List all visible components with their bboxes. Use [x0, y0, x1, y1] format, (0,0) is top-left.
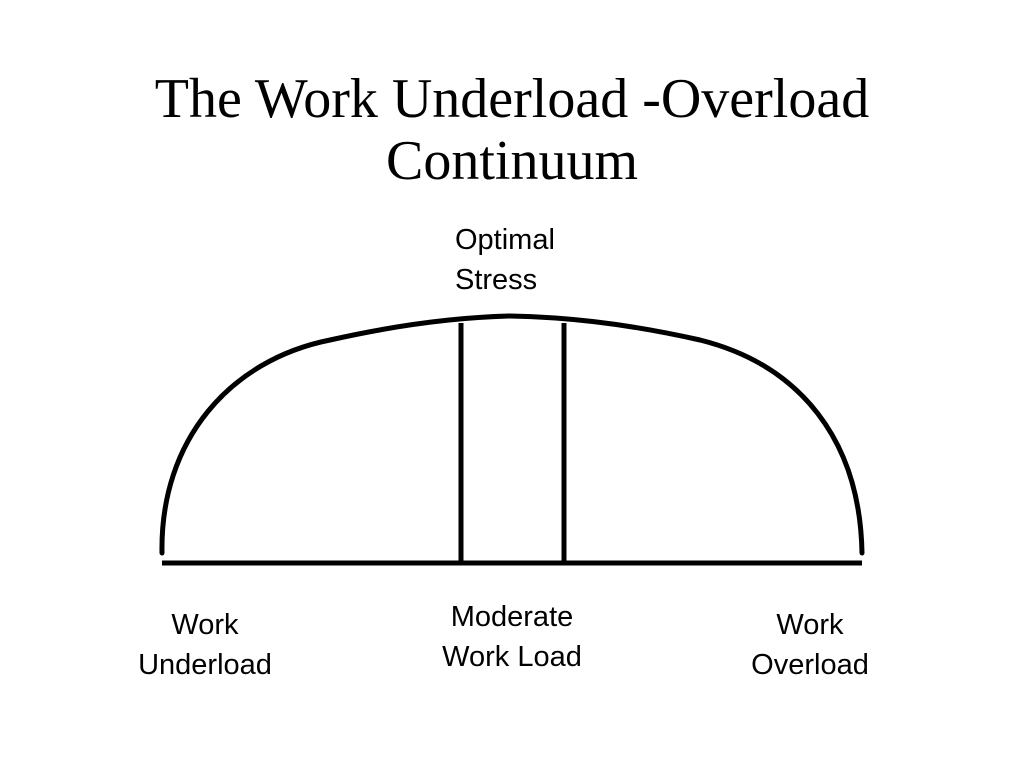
moderate-work-load-label-line-1: Moderate [450, 601, 574, 633]
moderate-work-load-label: Moderate Work Load [422, 597, 602, 677]
work-underload-label: Work Underload [110, 605, 300, 685]
work-overload-label-line-2: Overload [751, 649, 869, 681]
optimal-stress-label-line-1: Optimal [455, 224, 555, 256]
slide-title-line-2: Continuum [385, 130, 639, 192]
slide-title: The Work Underload -Overload Continuum [0, 68, 1024, 192]
optimal-stress-label: Optimal Stress [455, 220, 555, 300]
work-overload-label: Work Overload [720, 605, 900, 685]
work-underload-label-line-2: Underload [138, 649, 272, 681]
optimal-stress-label-line-2: Stress [455, 264, 538, 296]
slide-title-line-1: The Work Underload -Overload [154, 68, 870, 130]
moderate-work-load-label-line-2: Work Load [442, 641, 582, 673]
stress-curve [159, 313, 865, 556]
work-underload-label-line-1: Work [171, 609, 239, 641]
work-overload-label-line-1: Work [776, 609, 844, 641]
